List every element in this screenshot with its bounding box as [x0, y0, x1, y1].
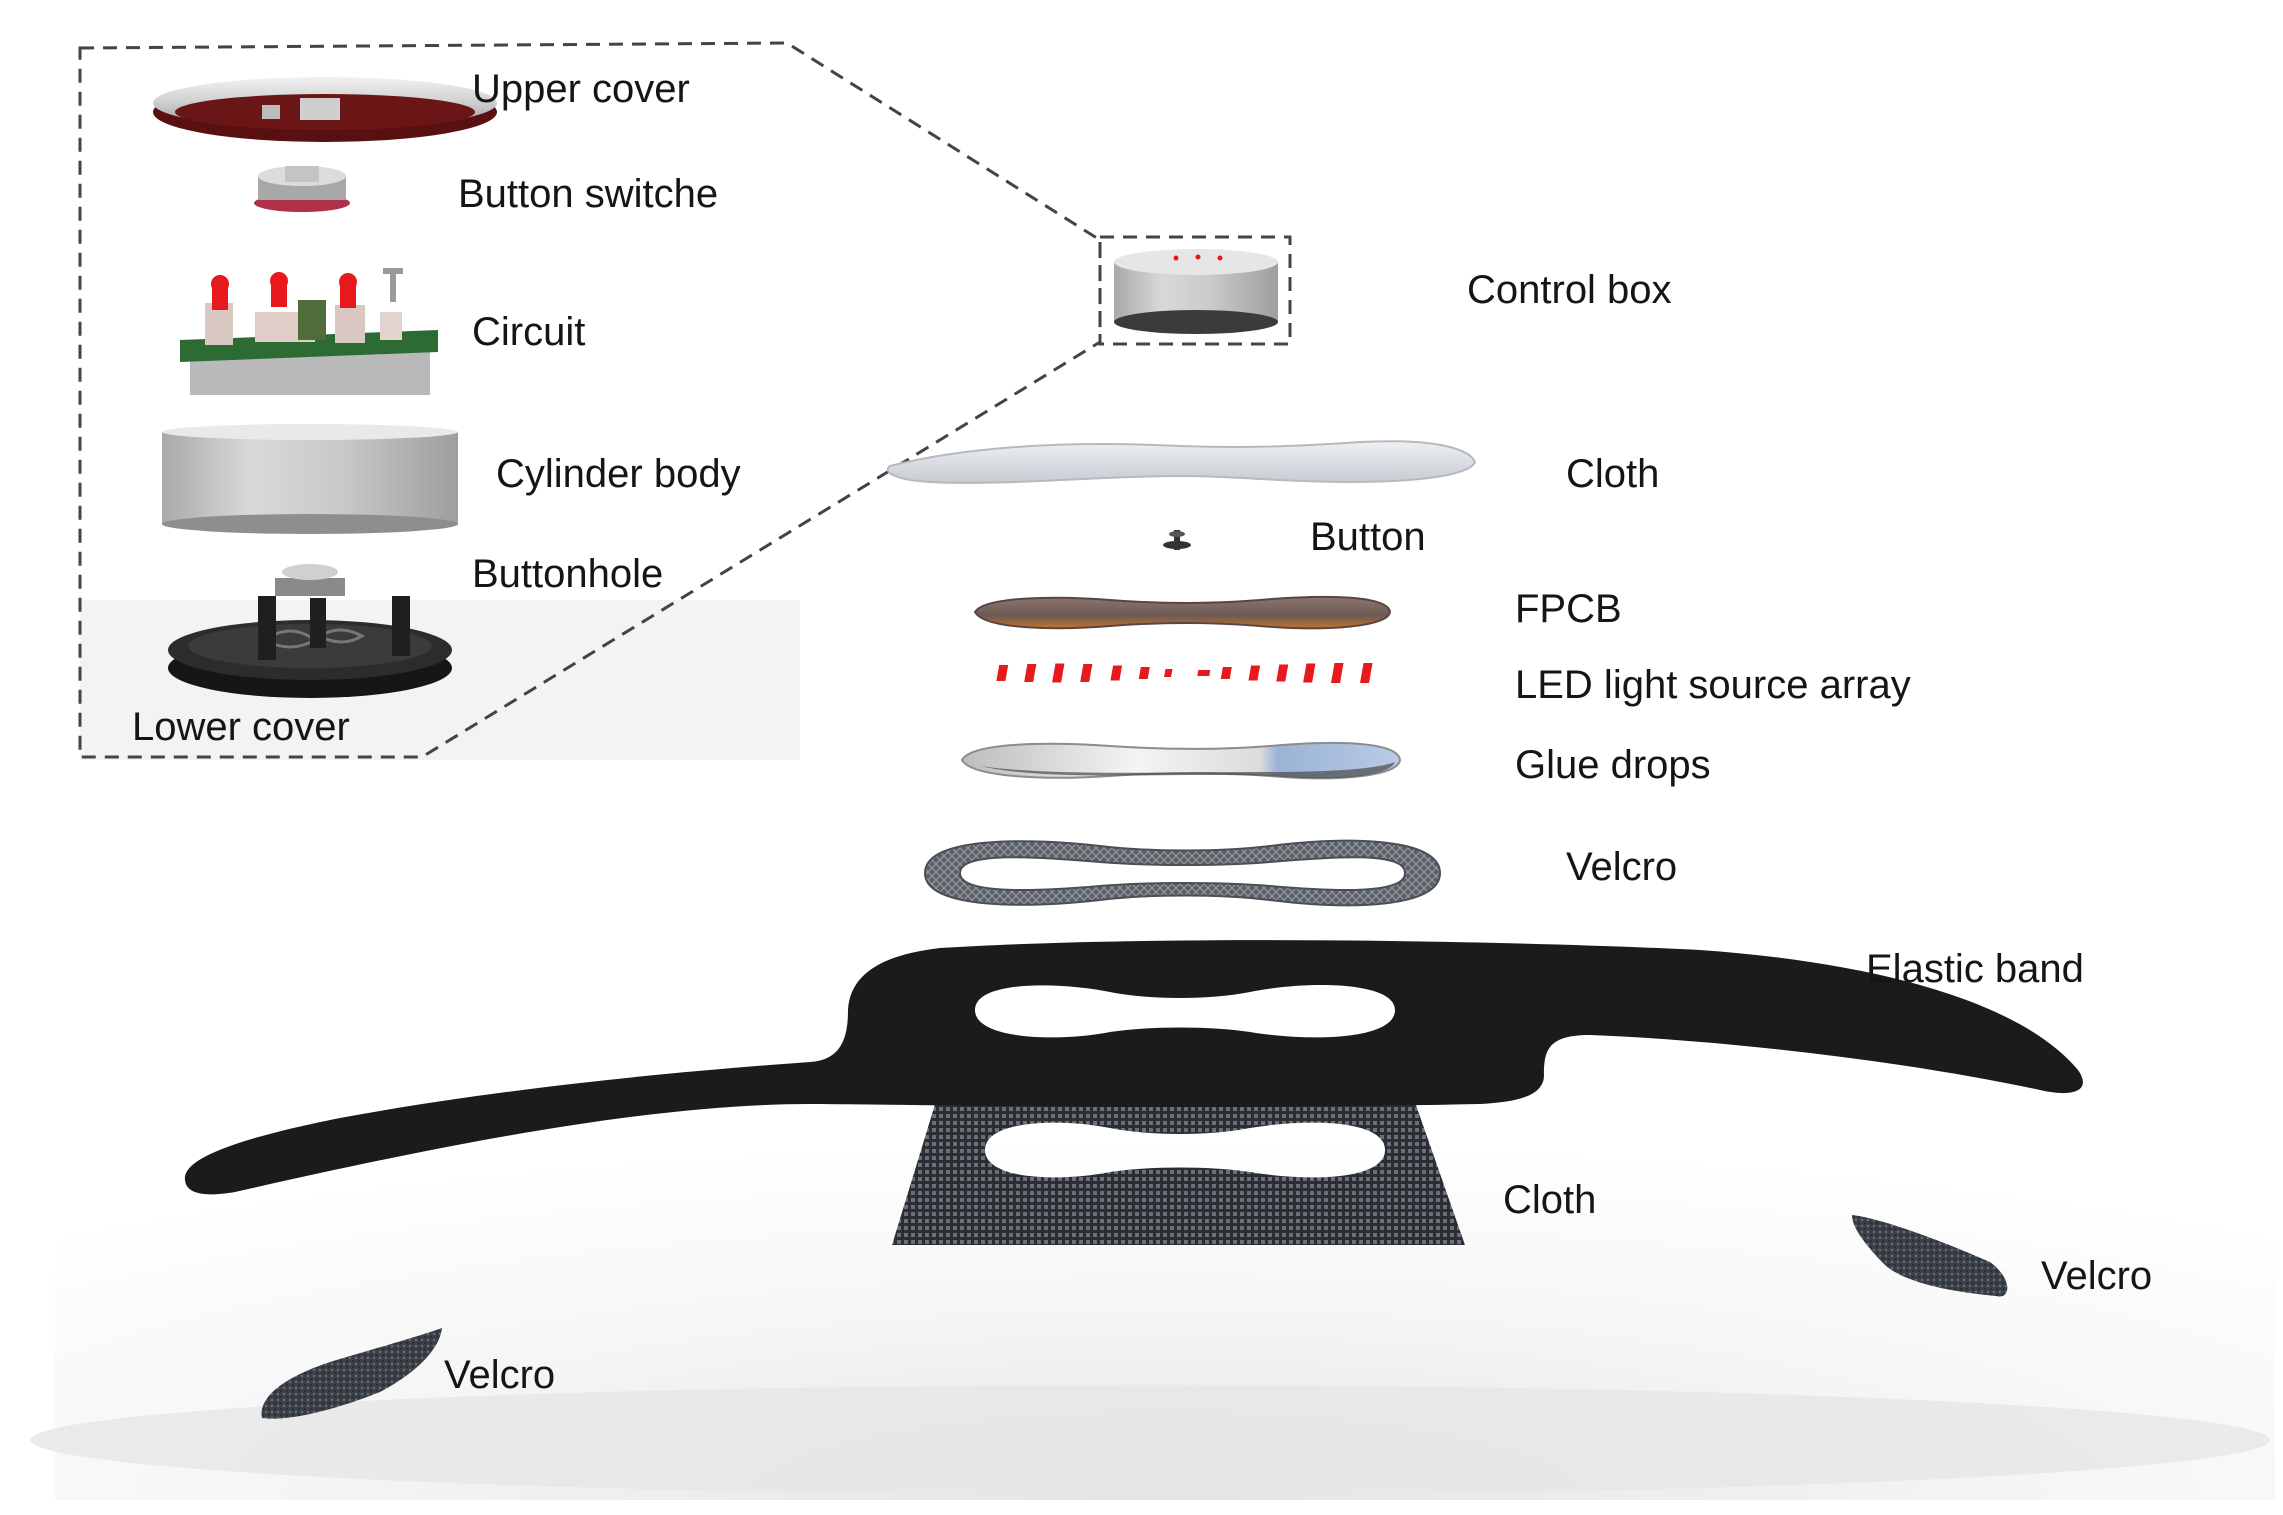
- velcro-right-label: Velcro: [2041, 1254, 2152, 1298]
- velcro-ring-label: Velcro: [1566, 845, 1677, 889]
- led-bar: [1138, 667, 1150, 679]
- button-label: Button: [1310, 515, 1426, 559]
- button-switch-label: Button switche: [458, 172, 718, 216]
- lower-cover-label: Lower cover: [132, 705, 350, 749]
- led-light-source-array-icon: [996, 663, 1373, 683]
- led-bar: [1080, 664, 1093, 682]
- velcro-ring-icon: [923, 839, 1442, 907]
- led-bar: [1276, 664, 1289, 682]
- control-box-label: Control box: [1467, 268, 1672, 312]
- fpcb-label: FPCB: [1515, 587, 1622, 631]
- led-array-label: LED light source array: [1515, 663, 1911, 707]
- fpcb-icon: [973, 595, 1392, 630]
- velcro-left-icon: [261, 1328, 442, 1419]
- led-bar: [1303, 663, 1316, 683]
- button-icon: [1163, 530, 1191, 550]
- cloth-top-icon: [886, 440, 1477, 484]
- cylinder-body-icon: [162, 424, 458, 534]
- led-bar: [1331, 663, 1344, 683]
- led-bar: [1220, 667, 1232, 679]
- glue-drops-shadow: [980, 762, 1395, 779]
- led-bar: [996, 665, 1009, 681]
- led-bar: [1360, 663, 1373, 683]
- led-bar: [1248, 665, 1261, 681]
- cloth-mesh-icon: [892, 1088, 1465, 1245]
- elastic-band-label: Elastic band: [1866, 947, 2084, 991]
- circuit-label: Circuit: [472, 310, 585, 354]
- upper-cover-icon: [153, 77, 497, 142]
- buttonhole-label: Buttonhole: [472, 552, 663, 596]
- inset-callout: [78, 41, 1292, 759]
- circuit-icon: [180, 268, 438, 395]
- led-bar: [1164, 669, 1173, 677]
- glue-drops-label: Glue drops: [1515, 743, 1711, 787]
- button-switch-icon: [254, 166, 350, 212]
- velcro-right-icon: [1852, 1215, 2008, 1297]
- led-bar: [1024, 664, 1037, 682]
- control-box-dashed-frame: [1098, 235, 1292, 346]
- led-bar: [1197, 670, 1211, 676]
- cloth-mesh-label: Cloth: [1503, 1178, 1596, 1222]
- control-box-icon: [1114, 249, 1278, 334]
- velcro-left-label: Velcro: [444, 1353, 555, 1397]
- lower-cover-icon: [168, 564, 452, 698]
- led-bar: [1052, 663, 1065, 683]
- upper-cover-label: Upper cover: [472, 67, 690, 111]
- glue-drops-icon: [960, 741, 1402, 780]
- cloth-top-label: Cloth: [1566, 452, 1659, 496]
- floor-shadow-dark: [30, 1385, 2270, 1495]
- cylinder-body-label: Cylinder body: [496, 452, 741, 496]
- led-bar: [1110, 665, 1123, 681]
- elastic-band-icon: [184, 940, 2083, 1195]
